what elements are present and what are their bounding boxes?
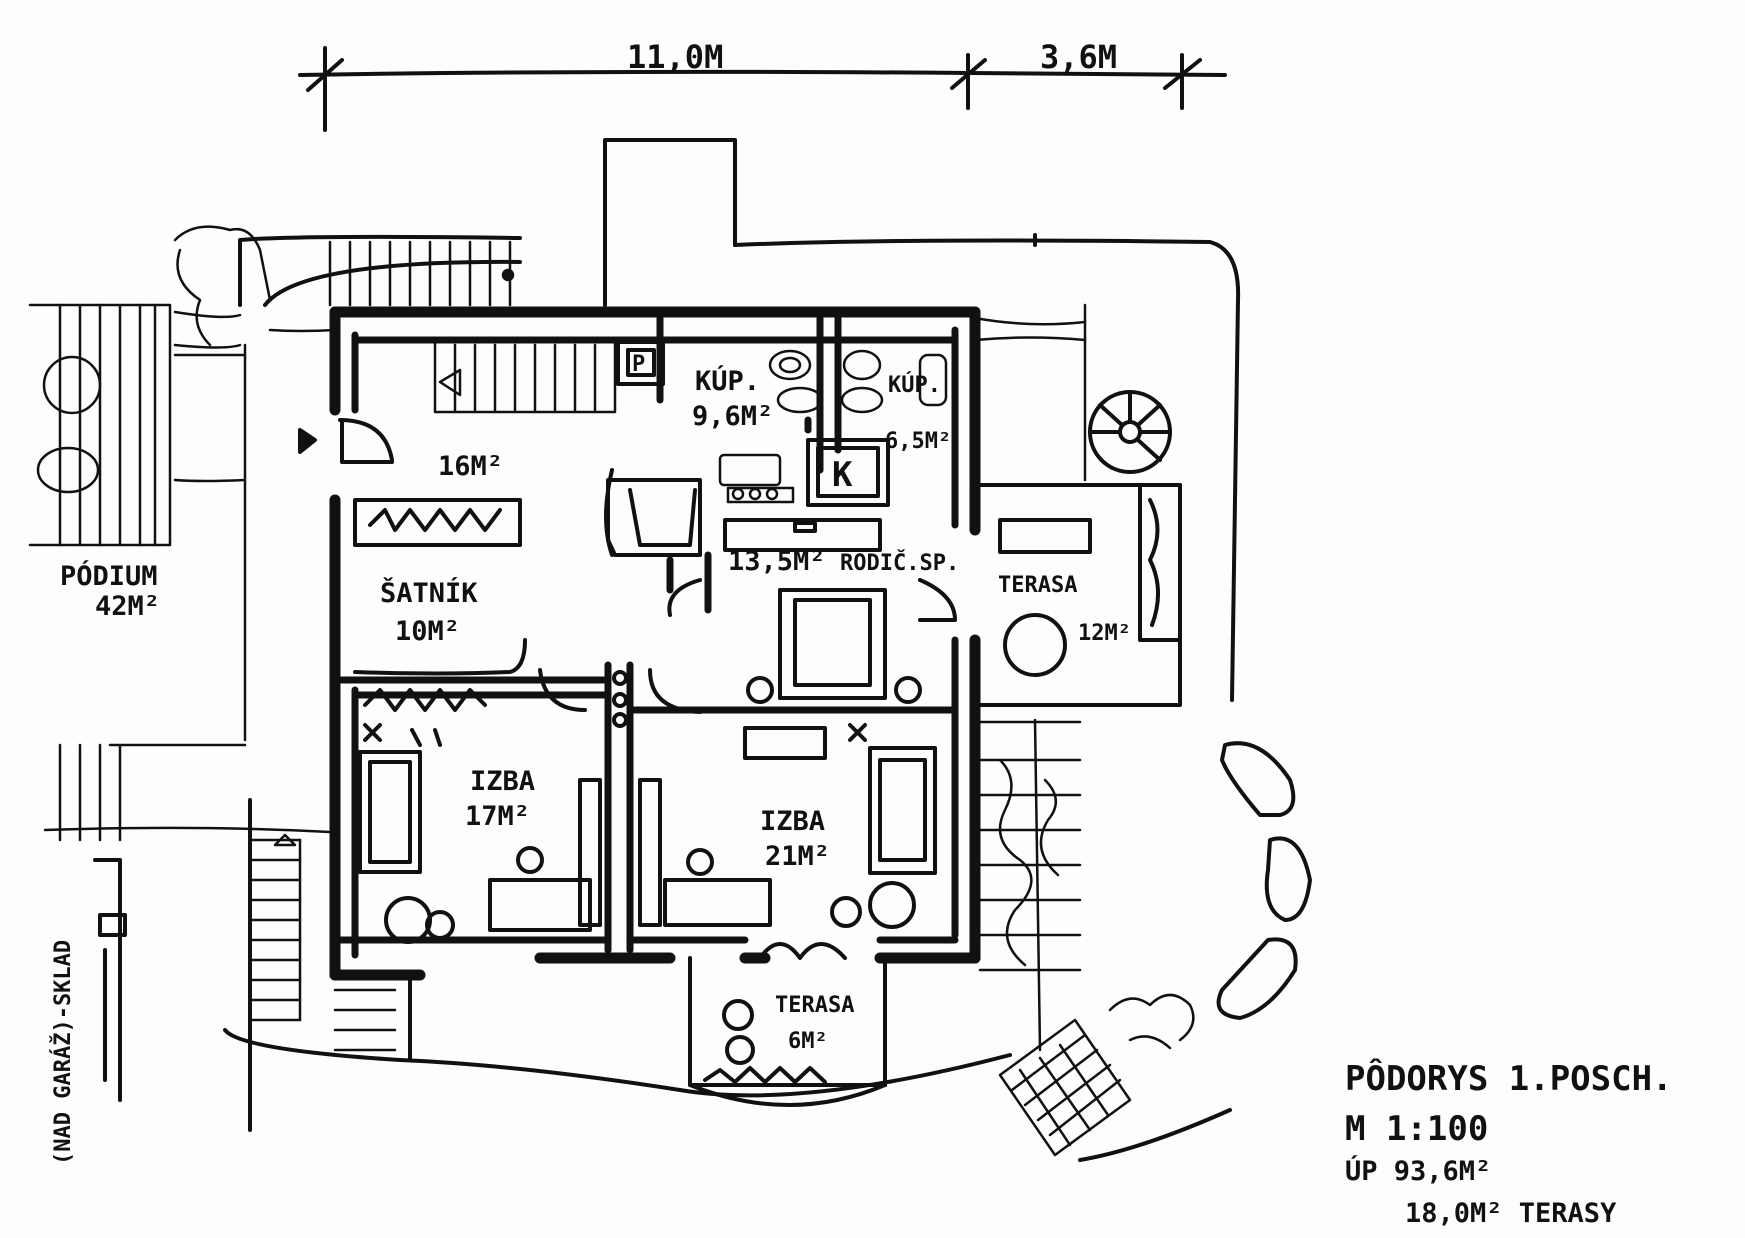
title-block-terraces: 18,0M² TERASY: [1405, 1198, 1617, 1229]
title-block-area: ÚP 93,6M²: [1345, 1155, 1491, 1187]
windows: [173, 303, 1087, 482]
terrace-east-outline: [973, 483, 1182, 707]
podium-area: 42M²: [95, 591, 160, 622]
stair-hall: [433, 338, 617, 414]
terrace-south-name: TERASA: [775, 993, 854, 1018]
title-block-scale: M 1:100: [1345, 1109, 1488, 1149]
parents-bed: [723, 518, 922, 704]
hall-area: 16M²: [438, 451, 503, 482]
stair-exterior-east: [978, 718, 1082, 1052]
dimension-terrace-width: 3,6M: [1040, 38, 1117, 76]
parking-symbol: P: [632, 352, 645, 377]
room-right-name: IZBA: [760, 806, 825, 837]
stepping-stones: [1216, 741, 1312, 1020]
podium-deck: [28, 225, 332, 842]
room-left-furniture: [358, 723, 602, 944]
wardrobe-shelf-top: [353, 498, 522, 547]
room-right-area: 21M²: [765, 841, 830, 872]
storage-strip: [93, 858, 127, 1102]
bath-large-area: 9,6M²: [692, 401, 773, 432]
garden-plants: [1108, 993, 1195, 1050]
stair-exterior-north: [328, 240, 515, 307]
parking-box: [616, 340, 665, 386]
room-left-area: 17M²: [465, 801, 530, 832]
stair-exterior-southeast: [998, 1018, 1132, 1157]
spiral-stair: [1088, 390, 1172, 474]
dimension-main-width: 11,0M: [627, 38, 723, 76]
bath-small-name: KÚP.: [888, 372, 941, 398]
terrace-east-area: 12M²: [1078, 621, 1131, 646]
kitchen-symbol: K: [832, 455, 853, 495]
garden-boundary: [223, 798, 1232, 1162]
interior-doors: [538, 668, 847, 960]
terrace-south-area: 6M²: [788, 1029, 828, 1054]
bedroom-parents-name: RODIČ.SP.: [840, 550, 959, 576]
store-label: (NAD GARÁŽ)-SKLAD: [50, 940, 76, 1165]
room-right-furniture: [638, 723, 937, 929]
entry-door: [298, 418, 394, 464]
kitchenette-box: [806, 438, 890, 507]
bathroom-fixtures: [718, 349, 948, 504]
room-left-name: IZBA: [470, 766, 535, 797]
bedroom-door: [667, 578, 957, 622]
bedroom-parents-area: 13,5M²: [728, 546, 826, 577]
dimension-line: [298, 46, 1227, 132]
exterior-walls: [329, 306, 981, 981]
bath-large-name: KÚP.: [695, 365, 760, 397]
wardrobe-name: ŠATNÍK: [380, 577, 478, 609]
stair-exterior-west: [248, 833, 397, 1052]
roof-outline: [238, 138, 1241, 702]
wardrobe-area: 10M²: [395, 616, 460, 647]
wardrobe-shelf-bottom: [353, 638, 527, 712]
podium-name: PÓDIUM: [60, 560, 158, 592]
title-block-title: PÔDORYS 1.POSCH.: [1345, 1058, 1673, 1099]
bath-small-area: 6,5M²: [885, 429, 951, 454]
terrace-east-name: TERASA: [998, 573, 1077, 598]
shower-unit: [604, 468, 702, 557]
